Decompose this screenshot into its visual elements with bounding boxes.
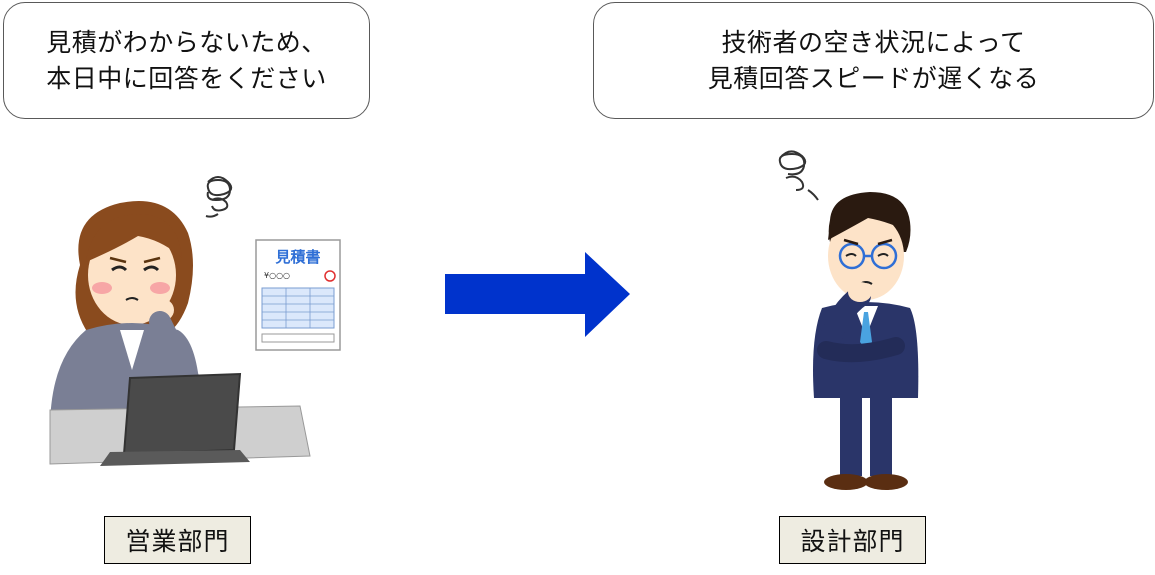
leg xyxy=(870,396,892,476)
eye xyxy=(845,253,889,257)
worried-saleswoman-illustration: 見積書 ¥○○○ xyxy=(49,176,341,466)
laptop-base xyxy=(100,450,250,466)
design-response-line-1: 技術者の空き状況によって xyxy=(721,27,1026,57)
shoe xyxy=(864,474,908,490)
cheek xyxy=(150,282,170,294)
eyebrow xyxy=(109,256,127,264)
document-title: 見積書 xyxy=(274,248,320,266)
leg xyxy=(840,396,862,476)
eyebrow xyxy=(843,238,893,246)
sales-department-label: 営業部門 xyxy=(104,516,251,564)
hand xyxy=(848,282,872,302)
seal-stamp xyxy=(324,270,336,282)
design-department-label: 設計部門 xyxy=(779,516,926,564)
eye xyxy=(143,265,160,272)
sales-request-line-2: 本日中に回答をください xyxy=(46,63,327,93)
right-arrow-icon xyxy=(445,252,630,337)
laptop-screen xyxy=(122,372,242,456)
mouth xyxy=(125,297,139,301)
design-response-line-2: 見積回答スピードが遅くなる xyxy=(707,63,1040,93)
document-amount: ¥○○○ xyxy=(264,271,290,280)
arm xyxy=(149,311,201,393)
scribble-worry-icon xyxy=(205,176,233,218)
hair-fringe xyxy=(828,196,908,240)
estimate-document: 見積書 ¥○○○ xyxy=(255,239,341,351)
design-response-bubble: 技術者の空き状況によって 見積回答スピードが遅くなる xyxy=(593,2,1154,119)
necktie xyxy=(860,312,872,350)
cheek xyxy=(92,282,112,294)
folded-arm xyxy=(817,337,905,363)
eye xyxy=(111,265,128,272)
bangs xyxy=(86,214,182,262)
sales-request-line-1: 見積がわからないため、 xyxy=(46,27,327,57)
worried-engineer-illustration xyxy=(778,150,919,490)
collar xyxy=(120,330,144,370)
eyebrow xyxy=(143,256,161,264)
shoe xyxy=(824,474,868,490)
sales-request-bubble: 見積がわからないため、 本日中に回答をください xyxy=(3,2,370,119)
scribble-worry-icon xyxy=(778,150,819,201)
